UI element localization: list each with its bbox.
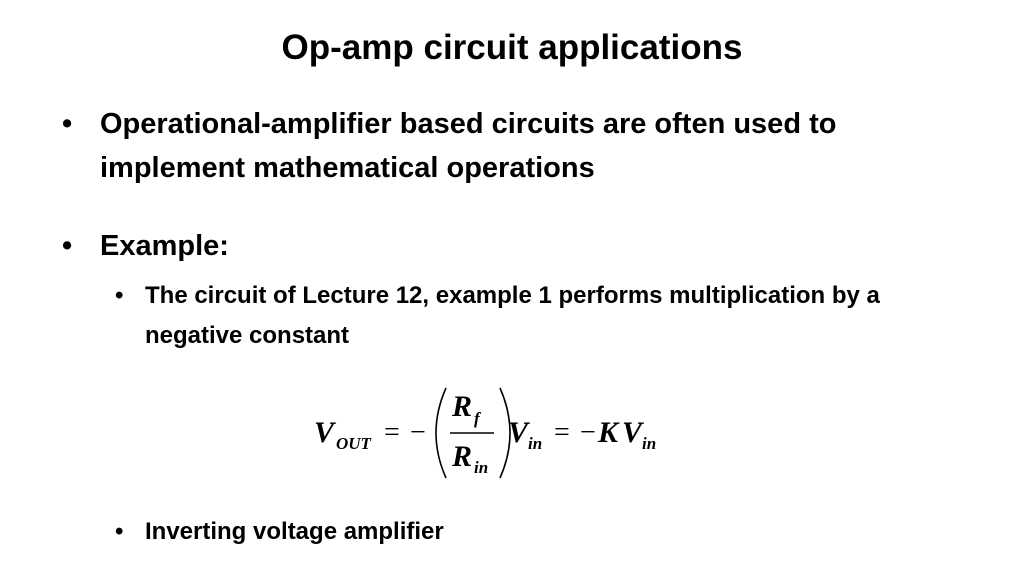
eq-rhs-sub: in — [642, 434, 656, 453]
sub-bullet-symbol: • — [115, 282, 124, 309]
eq-lhs-var: V — [314, 416, 337, 449]
sub-bullet-item: • The circuit of Lecture 12, example 1 p… — [115, 276, 935, 356]
sub-bullet-item: • Inverting voltage amplifier — [115, 512, 935, 552]
eq-equals: = — [384, 417, 400, 448]
eq-lhs-sub: OUT — [336, 434, 372, 453]
bullet-text: Example: — [100, 230, 229, 262]
eq-right-paren — [499, 387, 511, 479]
eq-den-sub: in — [474, 458, 488, 477]
bullet-text: Operational-amplifier based circuits are… — [100, 108, 837, 184]
eq-num-var: R — [451, 390, 472, 423]
bullet-item: • Example: — [62, 224, 962, 268]
eq-rhs-var: V — [622, 416, 645, 449]
eq-minus-2: − — [580, 417, 596, 448]
sub-bullet-text: The circuit of Lecture 12, example 1 per… — [145, 282, 880, 349]
slide-title: Op-amp circuit applications — [281, 28, 743, 67]
eq-den-var: R — [451, 440, 472, 473]
gain-equation: V OUT = − R f R in V in = − K V in — [300, 378, 720, 488]
eq-equals-2: = — [554, 417, 570, 448]
bullet-item: • Operational-amplifier based circuits a… — [62, 102, 962, 190]
eq-mid-var: V — [508, 416, 531, 449]
bullet-symbol: • — [62, 108, 73, 140]
sub-bullet-text: Inverting voltage amplifier — [145, 518, 444, 545]
eq-mid-sub: in — [528, 434, 542, 453]
sub-bullet-symbol: • — [115, 518, 124, 545]
eq-minus: − — [410, 417, 426, 448]
eq-const: K — [597, 416, 620, 449]
eq-left-paren — [435, 387, 447, 479]
equation-graphic: V OUT = − R f R in V in = − K V in — [314, 387, 656, 479]
eq-num-sub: f — [474, 409, 482, 428]
bullet-symbol: • — [62, 230, 73, 262]
